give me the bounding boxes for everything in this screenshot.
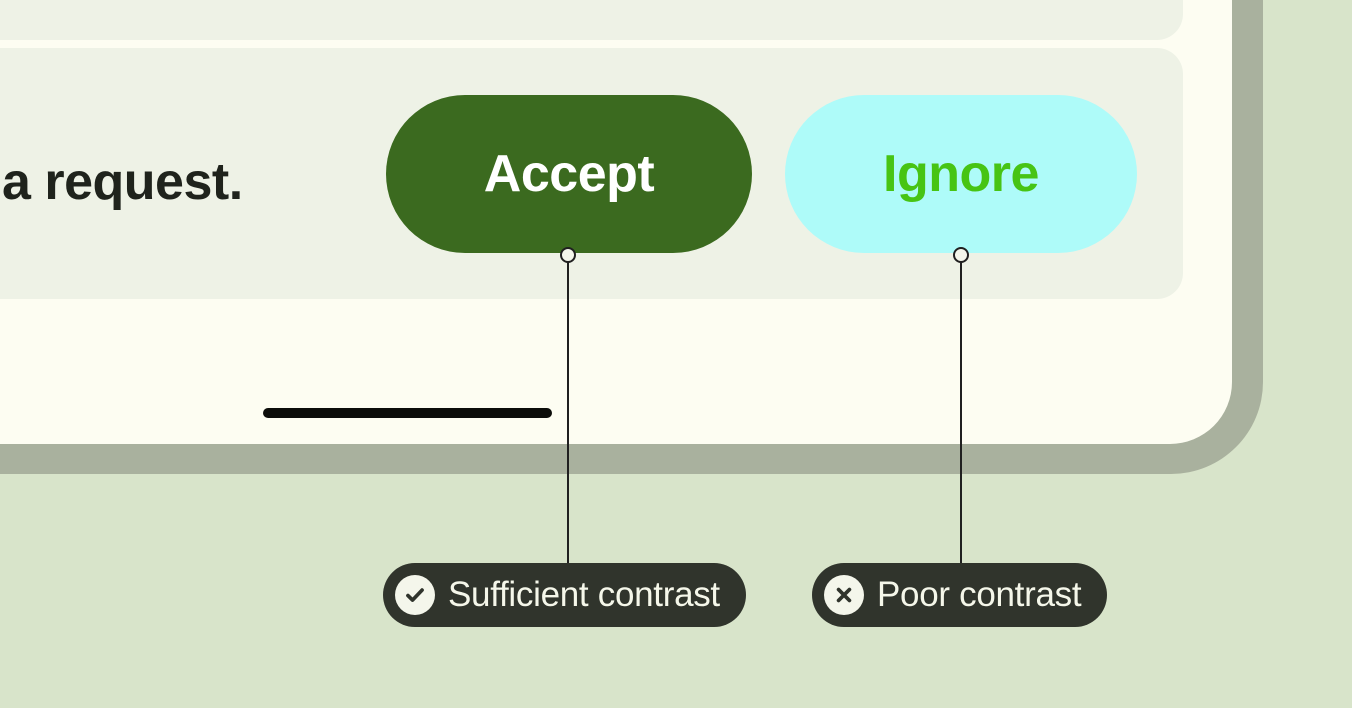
leader-line-ignore <box>960 255 962 567</box>
annotation-sufficient-contrast: Sufficient contrast <box>383 563 746 627</box>
check-icon <box>395 575 435 615</box>
annotation-label: Poor contrast <box>877 575 1082 614</box>
home-indicator <box>263 408 552 418</box>
x-icon <box>824 575 864 615</box>
message-card-top <box>0 0 1183 40</box>
leader-dot-ignore <box>953 247 969 263</box>
leader-dot-accept <box>560 247 576 263</box>
annotation-poor-contrast: Poor contrast <box>812 563 1108 627</box>
message-text: a request. <box>2 153 243 211</box>
ignore-button[interactable]: Ignore <box>785 95 1137 253</box>
leader-line-accept <box>567 255 569 567</box>
annotation-label: Sufficient contrast <box>448 575 720 614</box>
accept-button[interactable]: Accept <box>386 95 752 253</box>
